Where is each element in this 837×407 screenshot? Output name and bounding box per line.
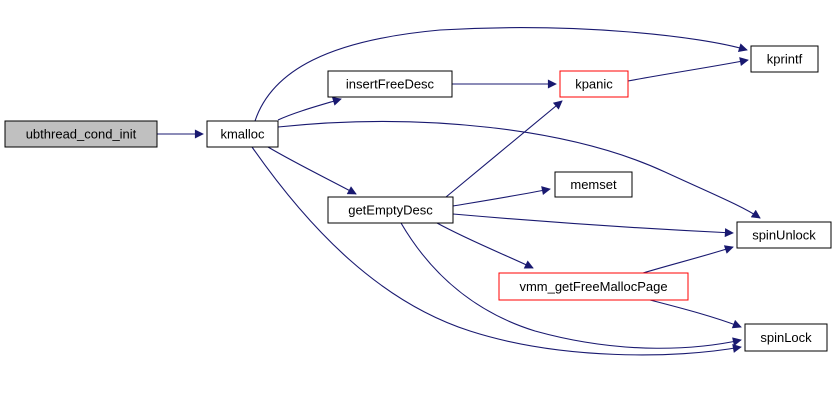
node-getEmptyDesc[interactable]: getEmptyDesc [327,196,454,224]
edge-kmalloc-to-spinLock [251,146,742,356]
edge-getEmptyDesc-to-vmm_getFreeMallocPage [436,222,534,269]
edge-kmalloc-to-getEmptyDesc [267,146,357,195]
edge-getEmptyDesc-to-spinLock [400,222,742,349]
node-layer: ubthread_cond_init kmalloc insertFreeDes… [4,45,832,352]
edge-kpanic-to-kprintf [627,57,749,82]
edge-kmalloc-to-kprintf [254,27,748,122]
node-kmalloc-label: kmalloc [220,127,265,142]
node-kpanic[interactable]: kpanic [559,70,629,98]
edge-vmm_getFreeMallocPage-to-spinLock [649,299,742,329]
edge-kmalloc-to-spinUnlock [277,120,761,219]
node-vmm_getFreeMallocPage[interactable]: vmm_getFreeMallocPage [498,272,689,301]
node-spinUnlock[interactable]: spinUnlock [736,221,832,249]
node-kprintf-label: kprintf [767,52,803,67]
node-kpanic-label: kpanic [575,77,613,92]
node-spinLock-label: spinLock [760,330,812,345]
node-spinUnlock-label: spinUnlock [752,228,816,243]
node-memset-label: memset [570,177,617,192]
node-insertFreeDesc[interactable]: insertFreeDesc [327,70,453,98]
edge-vmm_getFreeMallocPage-to-spinUnlock [642,245,734,274]
edge-getEmptyDesc-to-kpanic [445,100,563,198]
node-kprintf[interactable]: kprintf [750,45,819,73]
node-memset[interactable]: memset [554,171,633,198]
node-insertFreeDesc-label: insertFreeDesc [346,77,435,92]
node-vmm_getFreeMallocPage-label: vmm_getFreeMallocPage [519,279,667,294]
edge-layer [157,27,761,356]
node-kmalloc[interactable]: kmalloc [206,120,279,148]
edge-getEmptyDesc-to-spinUnlock [452,213,734,238]
node-ubthread_cond_init[interactable]: ubthread_cond_init [4,120,158,148]
node-getEmptyDesc-label: getEmptyDesc [348,203,433,218]
node-spinLock[interactable]: spinLock [744,323,828,352]
node-ubthread_cond_init-label: ubthread_cond_init [26,127,137,142]
edge-kmalloc-to-insertFreeDesc [277,97,342,121]
edge-getEmptyDesc-to-memset [452,186,551,207]
